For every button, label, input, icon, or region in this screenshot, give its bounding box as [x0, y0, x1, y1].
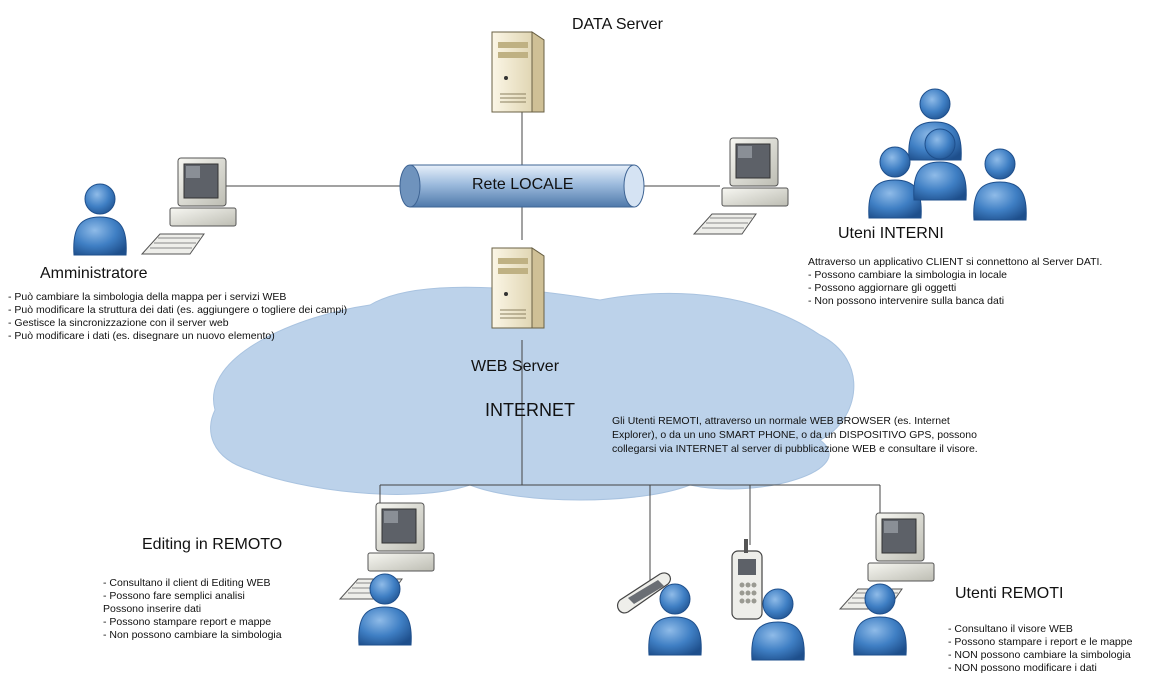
utenti-remoti-notes: - Consultano il visore WEB - Possono sta… — [948, 623, 1132, 675]
data-server-label: DATA Server — [572, 16, 663, 33]
description-line: collegarsi via INTERNET al server di pub… — [612, 443, 978, 455]
internet-description: Gli Utenti REMOTI, attraverso un normale… — [612, 414, 978, 456]
note-item: - Consultano il client di Editing WEB — [103, 577, 271, 589]
note-intro: Attraverso un applicativo CLIENT si conn… — [808, 256, 1103, 268]
note-item: - Non possono intervenire sulla banca da… — [808, 295, 1005, 307]
editing-remoto-notes: - Consultano il client di Editing WEB - … — [103, 577, 282, 642]
note-item: - Può modificare i dati (es. disegnare u… — [8, 330, 275, 342]
note-item: - Consultano il visore WEB — [948, 623, 1073, 635]
amministratore-label: Amministratore — [40, 265, 148, 282]
web-server-icon — [491, 247, 545, 329]
utenti-remoti-label: Utenti REMOTI — [955, 585, 1064, 602]
data-server-icon — [491, 31, 545, 113]
note-item: - Non possono cambiare la simbologia — [103, 629, 282, 641]
web-server-label: WEB Server — [471, 358, 560, 375]
note-item: - Possono stampare i report e le mappe — [948, 636, 1133, 648]
note-item: - Possono stampare report e mappe — [103, 616, 272, 628]
note-item: - Può modificare la struttura dei dati (… — [8, 304, 348, 316]
description-line: Explorer), o da un uno SMART PHONE, o da… — [612, 429, 977, 441]
utenti-interni-label: Uteni INTERNI — [838, 225, 944, 242]
internet-cloud — [210, 286, 855, 501]
remote-user-gps-icon — [648, 583, 702, 656]
note-item: - NON possono cambiare la simbologia — [948, 649, 1131, 661]
note-item: Possono inserire dati — [103, 603, 202, 615]
admin-computer-icon — [141, 157, 237, 255]
rete-locale-label: Rete LOCALE — [472, 176, 574, 193]
note-item: - NON possono modificare i dati — [948, 662, 1097, 674]
utenti-interni-notes: Attraverso un applicativo CLIENT si conn… — [808, 256, 1102, 308]
admin-person-icon — [73, 183, 127, 256]
internet-label: INTERNET — [485, 400, 575, 420]
editing-remoto-label: Editing in REMOTO — [142, 536, 283, 553]
note-item: - Possono aggiornare gli oggetti — [808, 282, 957, 294]
note-item: - Possono cambiare la simbologia in loca… — [808, 269, 1008, 281]
rete-locale-pipe — [399, 164, 645, 208]
internal-users-group-icon — [868, 88, 1027, 221]
description-line: Gli Utenti REMOTI, attraverso un normale… — [612, 415, 950, 427]
smartphone-icon — [731, 538, 763, 620]
note-item: - Può cambiare la simbologia della mappa… — [8, 291, 287, 303]
note-item: - Possono fare semplici analisi — [103, 590, 245, 602]
amministratore-notes: - Può cambiare la simbologia della mappa… — [8, 291, 347, 343]
note-item: - Gestisce la sincronizzazione con il se… — [8, 317, 229, 329]
